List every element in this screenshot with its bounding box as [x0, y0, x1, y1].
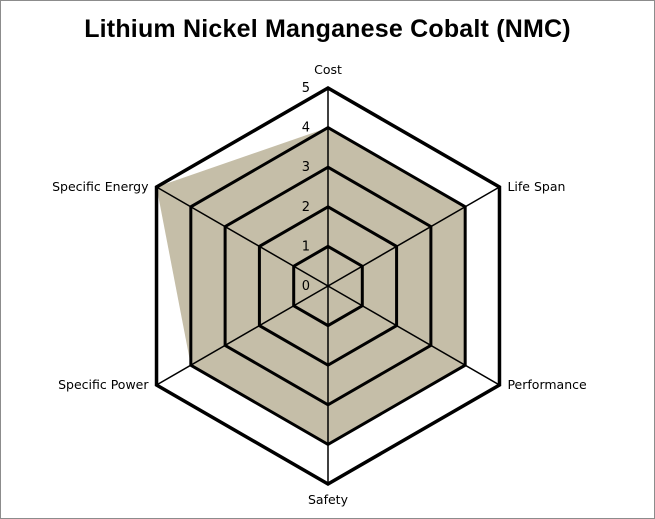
chart-title: Lithium Nickel Manganese Cobalt (NMC) [84, 15, 571, 43]
tick-label-5: 5 [302, 81, 310, 96]
axis-label-specific-power: Specific Power [58, 377, 149, 392]
series-area-0 [156, 127, 466, 445]
axis-label-specific-energy: Specific Energy [52, 179, 149, 194]
axis-label-cost: Cost [314, 62, 342, 77]
axis-label-performance: Performance [507, 377, 587, 392]
axis-spoke-2 [327, 285, 500, 386]
axis-label-safety: Safety [308, 492, 349, 507]
axis-spoke-1 [327, 186, 500, 287]
axis-spoke-5 [156, 186, 329, 287]
tick-label-3: 3 [302, 160, 310, 175]
axis-spoke-4 [156, 285, 329, 386]
tick-label-2: 2 [302, 200, 310, 215]
axis-label-life-span: Life Span [507, 179, 565, 194]
tick-label-1: 1 [302, 239, 310, 254]
tick-label-0: 0 [302, 279, 310, 294]
tick-label-4: 4 [302, 121, 310, 136]
